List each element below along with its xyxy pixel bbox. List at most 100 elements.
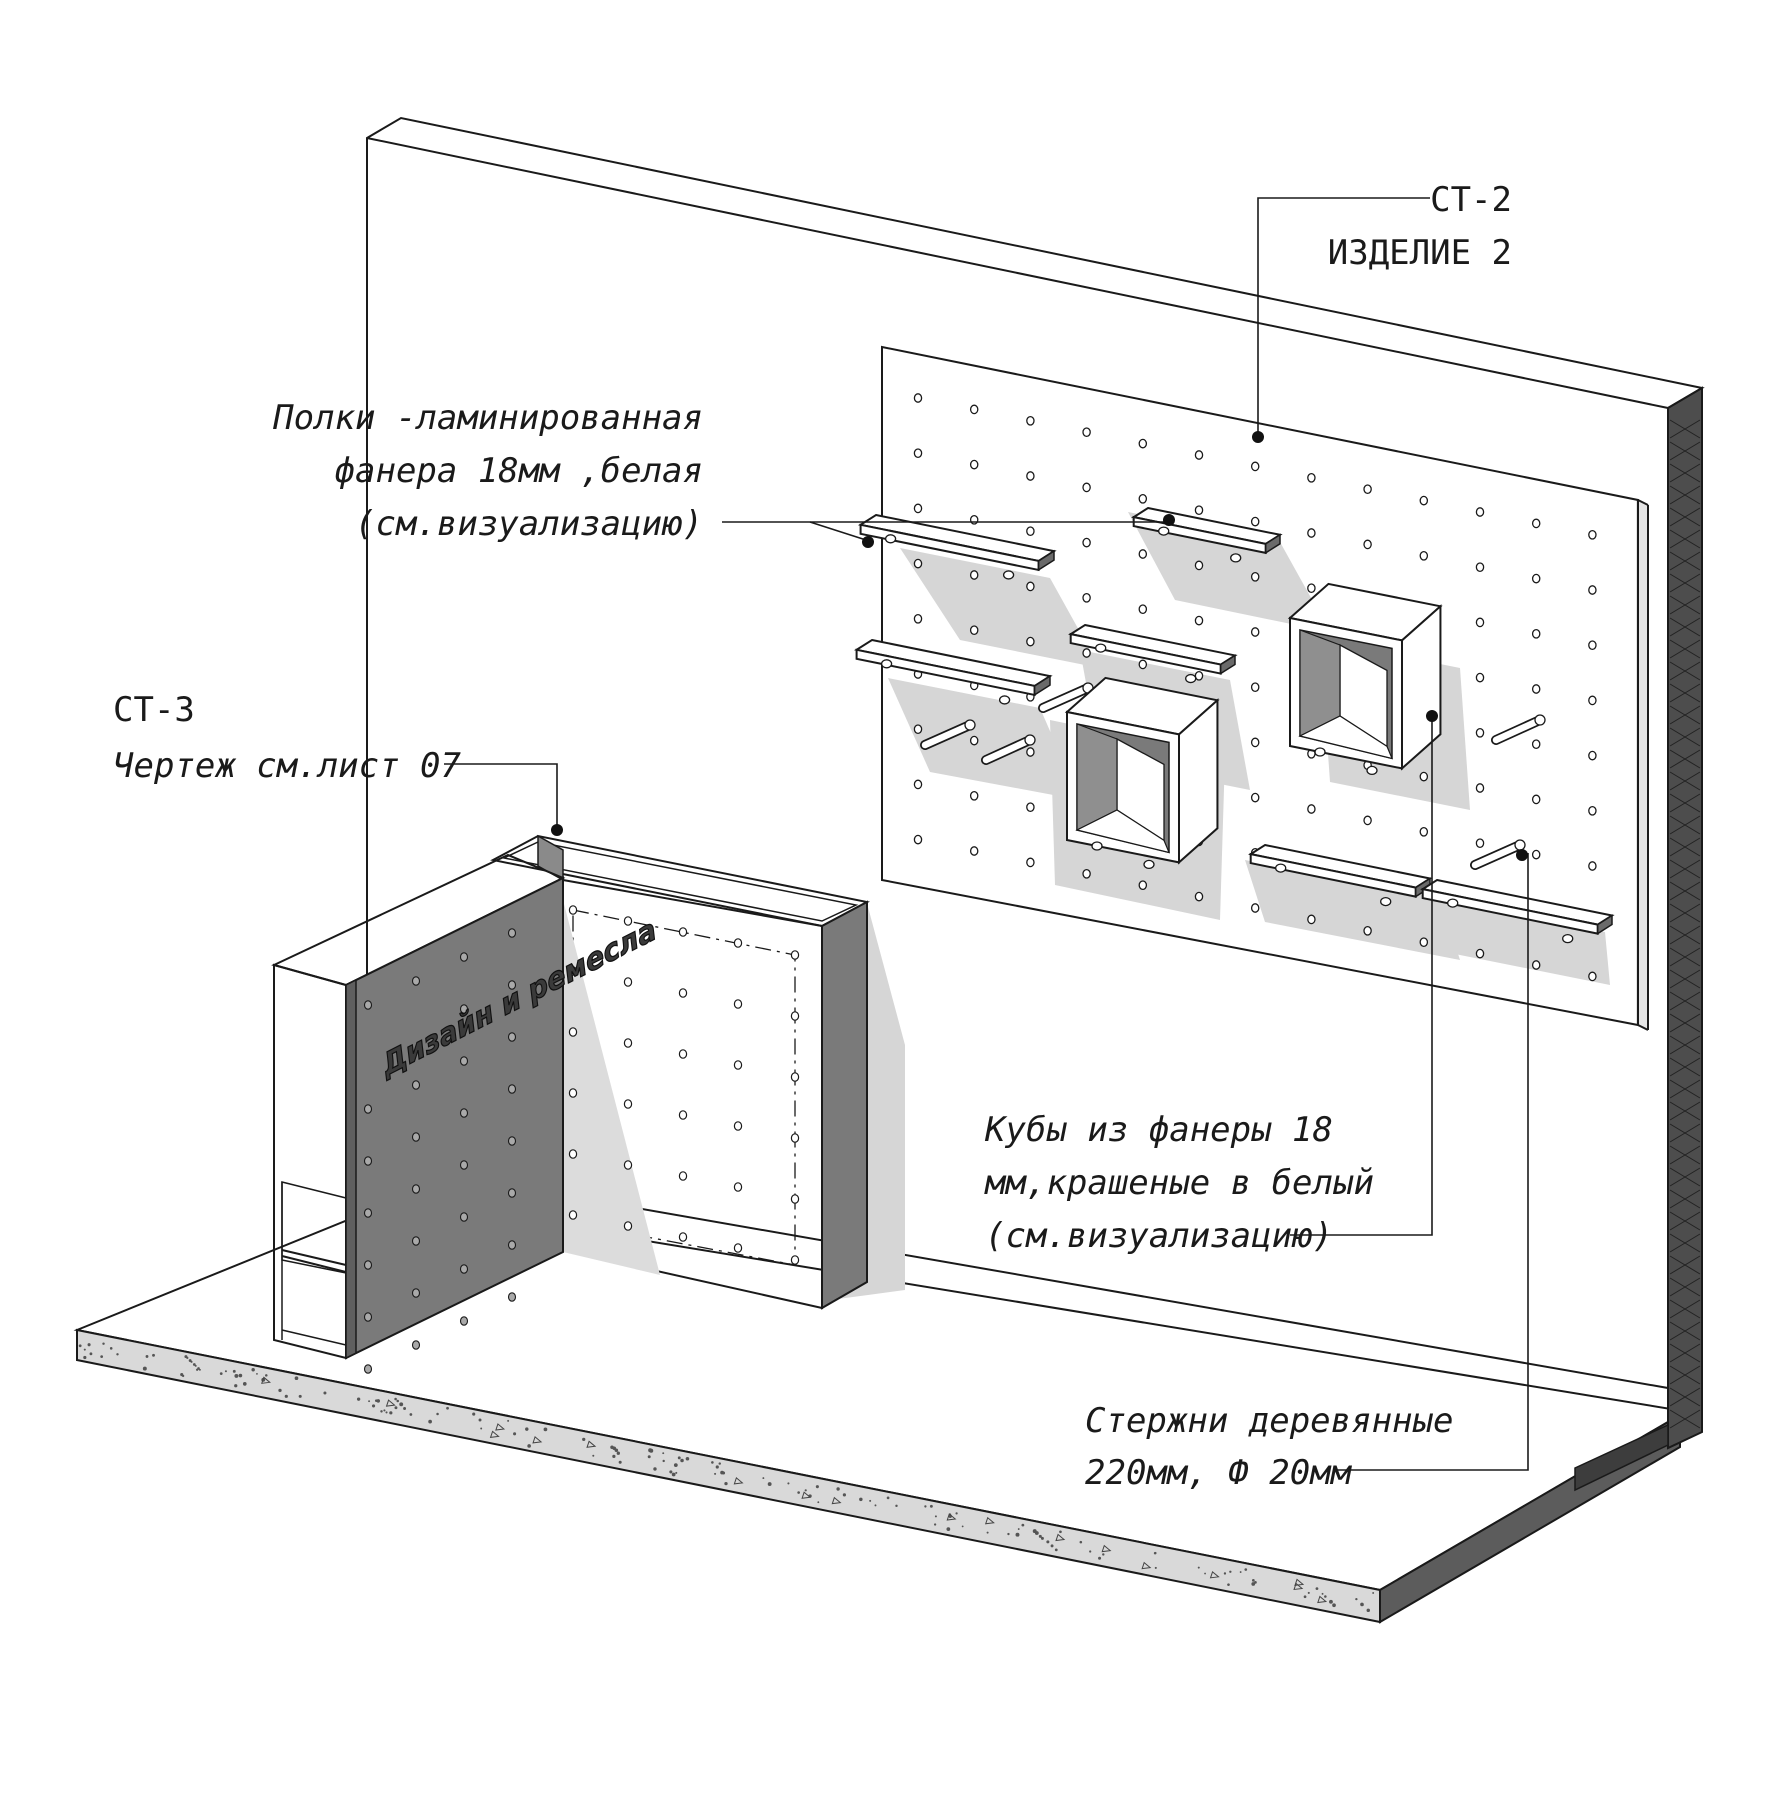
slab-speckle <box>507 1419 510 1422</box>
slab-aggregate <box>831 1496 842 1505</box>
hatch-line <box>1669 595 1701 615</box>
stand-dark-hole <box>507 1136 517 1146</box>
peg-hole <box>1588 750 1597 761</box>
hatch-line <box>1669 1189 1701 1209</box>
hatch-line <box>1669 573 1701 593</box>
peg-hole <box>1588 640 1597 651</box>
slab-speckle <box>618 1460 622 1464</box>
slab-speckle <box>677 1456 681 1460</box>
slab-speckle <box>181 1374 185 1378</box>
stand-hole <box>623 1038 633 1048</box>
peg-hole <box>1531 518 1541 529</box>
slab-speckle <box>278 1388 282 1393</box>
slab-speckle <box>478 1418 482 1422</box>
stand-dark-hole <box>411 1340 421 1350</box>
stand-dark-hole <box>507 1292 517 1302</box>
stand-hole <box>678 1110 688 1120</box>
slab-speckle <box>685 1457 690 1461</box>
leader-dots <box>551 431 1528 861</box>
slab-speckle <box>87 1343 91 1347</box>
peg-hole <box>1250 792 1260 803</box>
slab-speckle <box>242 1382 247 1386</box>
slab-speckle <box>804 1489 807 1492</box>
peg-hole <box>1138 549 1148 559</box>
peg-hole <box>1531 849 1541 860</box>
slab-speckle <box>238 1373 243 1378</box>
slab-speckle <box>592 1454 595 1457</box>
leader-ct3 <box>444 763 558 830</box>
hatch-line <box>1669 903 1701 923</box>
rod <box>1470 839 1526 870</box>
hatch-line <box>1669 1343 1701 1363</box>
slab-speckle <box>145 1355 149 1358</box>
back-wall-right-edge <box>1667 386 1703 1450</box>
peg-hole <box>1194 615 1204 626</box>
shelf-peg <box>1095 643 1107 653</box>
slab-speckle <box>78 1344 82 1348</box>
peg-hole <box>1531 684 1541 694</box>
peg-hole <box>1250 737 1260 748</box>
hatch-line <box>1669 1409 1701 1429</box>
slab-speckle <box>525 1427 529 1431</box>
peg-hole <box>1475 672 1485 683</box>
stand-dark-hole <box>363 1312 373 1322</box>
stand-dark-hole <box>411 976 421 986</box>
shelf-peg <box>1447 898 1459 908</box>
peg-hole <box>1475 727 1485 738</box>
stand-dark-hole <box>459 1264 469 1274</box>
peg-hole <box>1363 539 1372 550</box>
slab-speckle <box>1059 1530 1062 1534</box>
slab-speckle <box>1307 1591 1310 1594</box>
slab-speckle <box>762 1477 765 1479</box>
peg-hole <box>1531 573 1541 584</box>
stand-dark-hole <box>411 1236 421 1246</box>
slab-speckle <box>669 1470 673 1474</box>
slab-speckle <box>1229 1570 1232 1573</box>
pegboard-ct2 <box>881 345 1649 1031</box>
peg-hole <box>1194 670 1204 681</box>
slab-aggregate <box>1317 1595 1328 1604</box>
hatch-line <box>1669 1167 1701 1187</box>
callout-shelves-line2: фанера 18мм ,белая <box>335 451 703 491</box>
cube-peg <box>1091 841 1103 851</box>
hatch-line <box>1669 639 1701 659</box>
leader-dot-rods <box>1516 849 1528 861</box>
rod-end <box>1534 714 1546 726</box>
slab-aggregate <box>532 1436 543 1444</box>
shelf-peg <box>1562 933 1574 944</box>
peg-hole <box>1588 695 1597 706</box>
peg-hole <box>1531 739 1541 750</box>
hatch-line <box>1669 925 1701 945</box>
stand-dark-hole <box>459 952 469 962</box>
stand-dark-hole <box>411 1080 421 1090</box>
stand-dark-hole <box>363 1104 373 1114</box>
peg-hole <box>913 503 923 514</box>
slab-speckle <box>219 1372 223 1376</box>
slab-speckle <box>224 1370 227 1373</box>
peg-hole <box>1250 627 1260 637</box>
callout-ct3-line1: СТ-3 <box>113 690 195 730</box>
slab-speckle <box>934 1515 937 1518</box>
stand-dark-hole <box>459 1056 469 1066</box>
item-shadow <box>1245 860 1460 960</box>
peg-hole <box>969 625 979 636</box>
slab-aggregate <box>946 1513 957 1521</box>
cube <box>1064 676 1220 870</box>
peg-hole <box>1588 805 1597 816</box>
hatch-line <box>1669 727 1701 747</box>
slab-speckle <box>653 1467 657 1471</box>
hatch-line <box>1669 705 1701 725</box>
hatch-line <box>1669 991 1701 1011</box>
peg-hole <box>1026 857 1035 868</box>
slab-speckle <box>83 1355 87 1360</box>
peg-hole <box>1363 925 1372 936</box>
peg-hole <box>969 790 979 801</box>
peg-hole <box>1250 682 1260 693</box>
slab-speckle <box>194 1364 197 1367</box>
stand-hole <box>568 966 578 976</box>
hatch-line <box>1669 441 1701 461</box>
stand-hole <box>568 1027 578 1037</box>
peg-hole <box>1194 891 1204 902</box>
slab-speckle <box>1244 1568 1248 1571</box>
slab-speckle <box>232 1369 236 1373</box>
